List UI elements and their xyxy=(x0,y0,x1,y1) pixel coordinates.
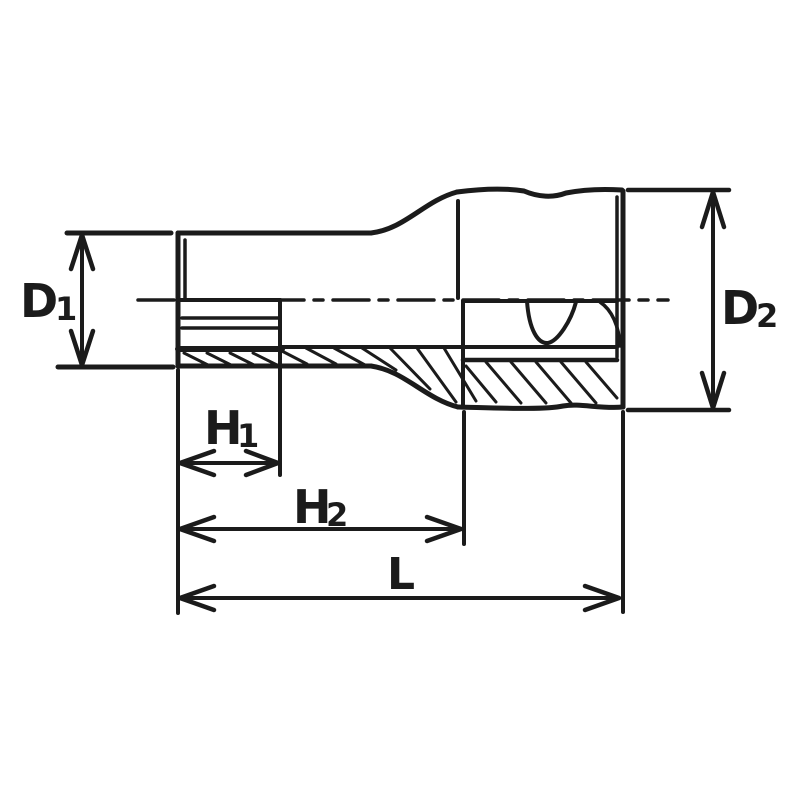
hatch-line xyxy=(332,346,367,367)
hatch-line xyxy=(251,351,279,367)
hatch-line xyxy=(228,351,256,367)
dimension-h1: H 1 xyxy=(177,401,281,478)
dimension-label-h1: H xyxy=(204,401,243,455)
hatch-line xyxy=(509,360,548,405)
d1-arrowhead-down xyxy=(68,328,96,368)
dimension-label-d2: D xyxy=(721,281,759,335)
dimension-l: L xyxy=(177,549,622,613)
hatch-line xyxy=(559,360,598,405)
dimension-label-l: L xyxy=(387,549,415,600)
hatch-line xyxy=(484,360,523,405)
dimension-h2: H 2 xyxy=(177,480,464,544)
outline-neck-curve-bottom xyxy=(368,363,461,410)
drive-end-chamfer-curve xyxy=(598,300,622,348)
dimension-label-d1: D xyxy=(20,274,58,328)
hatch-line xyxy=(360,346,398,372)
hatch-line xyxy=(304,346,338,366)
l-arrowhead-right xyxy=(582,583,622,613)
outline-top-big-edge xyxy=(454,186,625,199)
hatch-line xyxy=(534,360,573,405)
h2-arrowhead-right xyxy=(424,514,464,544)
dimension-label-d2-sub: 2 xyxy=(756,297,778,335)
dimension-label-h1-sub: 1 xyxy=(237,417,259,455)
h2-arrowhead-left xyxy=(177,514,217,544)
hatch-line xyxy=(464,364,498,404)
outline-bottom-big-edge xyxy=(455,402,626,411)
hatch-line xyxy=(388,346,432,391)
hatch-line xyxy=(442,346,478,403)
l-arrowhead-left xyxy=(177,583,217,613)
hatch-line xyxy=(205,351,233,367)
bore-square-intersection-curve xyxy=(525,299,578,345)
d1-arrowhead-up xyxy=(68,232,96,272)
dimension-label-h2: H xyxy=(293,480,332,534)
hatch-line xyxy=(276,347,309,366)
dimension-d1: D 1 xyxy=(20,230,176,370)
section-hatching xyxy=(182,346,619,405)
hatch-line xyxy=(584,360,619,400)
dimension-label-d1-sub: 1 xyxy=(55,290,77,328)
outline-neck-curve-top xyxy=(368,189,460,236)
dimension-label-h2-sub: 2 xyxy=(326,496,348,534)
h1-arrowhead-right xyxy=(243,448,281,478)
d2-arrowhead-down xyxy=(699,370,727,411)
h1-arrowhead-left xyxy=(177,448,217,478)
d2-arrowhead-up xyxy=(699,189,727,230)
hatch-line xyxy=(415,346,458,404)
hatch-line xyxy=(182,351,210,367)
dimension-d2: D 2 xyxy=(625,187,778,413)
bottom-extension-lines xyxy=(176,366,625,615)
